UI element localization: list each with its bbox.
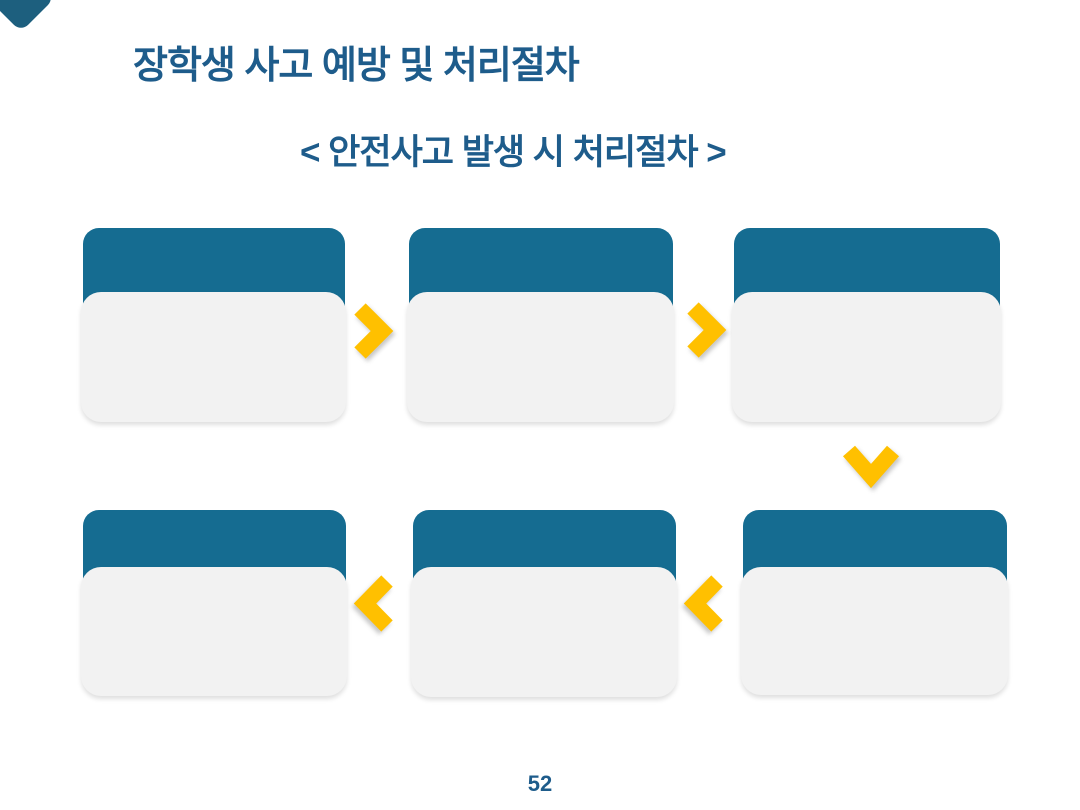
process-card-5	[411, 510, 677, 697]
chevron-right-icon	[685, 299, 727, 361]
process-card-3	[732, 228, 1001, 422]
card-body	[741, 567, 1008, 695]
slide-subtitle: < 안전사고 발생 시 처리절차 >	[300, 133, 727, 172]
process-card-2	[407, 228, 674, 422]
chevron-right-icon	[352, 300, 394, 362]
card-body	[81, 567, 347, 696]
card-body	[81, 292, 346, 422]
process-card-4	[741, 510, 1008, 695]
page-title: 장학생 사고 예방 및 처리절차	[133, 45, 580, 87]
chevron-down-icon	[840, 443, 903, 493]
card-body	[732, 292, 1001, 422]
corner-decoration	[0, 0, 55, 32]
card-body	[411, 567, 677, 697]
process-card-1	[81, 228, 346, 422]
page-number: 52	[527, 771, 553, 796]
process-card-6	[81, 510, 347, 696]
chevron-left-icon	[683, 572, 725, 635]
card-body	[407, 292, 674, 422]
chevron-left-icon	[353, 572, 395, 635]
